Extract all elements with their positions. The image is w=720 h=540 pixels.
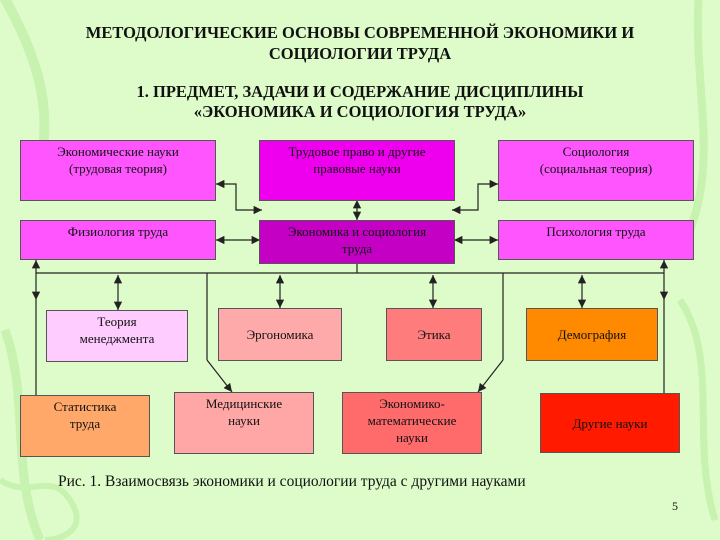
box-demography-line1: Демография xyxy=(557,327,627,342)
box-math-economics: Экономико-математические науки xyxy=(342,392,482,454)
box-demography: Демография xyxy=(526,308,658,361)
box-central-line2: труда xyxy=(341,241,373,256)
box-management-line1: Теория xyxy=(97,314,137,329)
box-math-line1: Экономико- xyxy=(379,396,445,411)
box-labor-physiology: Физиология труда xyxy=(20,220,216,260)
page-subtitle: 1. ПРЕДМЕТ, ЗАДАЧИ И СОДЕРЖАНИЕ ДИСЦИПЛИ… xyxy=(10,82,710,122)
box-math-line3: науки xyxy=(396,430,428,445)
box-medical-sciences: Медицинские науки xyxy=(174,392,314,454)
box-labor-psychology-line1: Психология труда xyxy=(546,224,646,239)
subtitle-line-2: «ЭКОНОМИКА И СОЦИОЛОГИЯ ТРУДА» xyxy=(193,102,527,121)
box-ergonomics: Эргономика xyxy=(218,308,342,361)
connector-medical xyxy=(206,359,233,393)
connector-math xyxy=(477,359,504,393)
connector-econ-central xyxy=(216,179,262,215)
figure-caption: Рис. 1. Взаимосвязь экономики и социолог… xyxy=(58,473,526,490)
box-sociology-line1: Социология xyxy=(562,144,630,159)
title-line-1: МЕТОДОЛОГИЧЕСКИЕ ОСНОВЫ СОВРЕМЕННОЙ ЭКОН… xyxy=(85,23,635,42)
box-management-theory: Теория менеджмента xyxy=(46,310,188,362)
box-labor-law-line2: правовые науки xyxy=(313,161,401,176)
connector-sociology-central xyxy=(452,179,498,215)
box-labor-psychology: Психология труда xyxy=(498,220,694,260)
subtitle-line-1: 1. ПРЕДМЕТ, ЗАДАЧИ И СОДЕРЖАНИЕ ДИСЦИПЛИ… xyxy=(136,82,584,101)
box-labor-physiology-line1: Физиология труда xyxy=(67,224,169,239)
page-title: МЕТОДОЛОГИЧЕСКИЕ ОСНОВЫ СОВРЕМЕННОЙ ЭКОН… xyxy=(10,22,710,64)
box-medical-line2: науки xyxy=(228,413,260,428)
box-labor-statistics: Статистика труда xyxy=(20,395,150,457)
box-sociology-line2: (социальная теория) xyxy=(539,161,653,176)
box-labor-law-line1: Трудовое право и другие xyxy=(288,144,426,159)
box-management-line2: менеджмента xyxy=(79,331,155,346)
title-line-2: СОЦИОЛОГИИ ТРУДА xyxy=(268,44,452,63)
box-other-line1: Другие науки xyxy=(572,415,648,431)
box-other-sciences: Другие науки xyxy=(540,393,680,453)
box-economic-sciences-line1: Экономические науки xyxy=(57,144,179,159)
box-ethics: Этика xyxy=(386,308,482,361)
page-number: 5 xyxy=(672,499,678,513)
box-ergonomics-line1: Эргономика xyxy=(246,327,314,342)
box-medical-line1: Медицинские xyxy=(205,396,283,411)
box-statistics-line1: Статистика xyxy=(53,399,117,414)
box-statistics-line2: труда xyxy=(69,416,101,431)
box-ethics-line1: Этика xyxy=(417,327,451,342)
box-labor-law: Трудовое право и другие правовые науки xyxy=(259,140,455,201)
box-economics-sociology-of-labor: Экономика и социология труда xyxy=(259,220,455,264)
box-economic-sciences: Экономические науки (трудовая теория) xyxy=(20,140,216,201)
box-math-line2: математические xyxy=(367,413,457,428)
box-economic-sciences-line2: (трудовая теория) xyxy=(69,161,167,176)
box-central-line1: Экономика и социология xyxy=(287,224,427,239)
box-sociology: Социология (социальная теория) xyxy=(498,140,694,201)
